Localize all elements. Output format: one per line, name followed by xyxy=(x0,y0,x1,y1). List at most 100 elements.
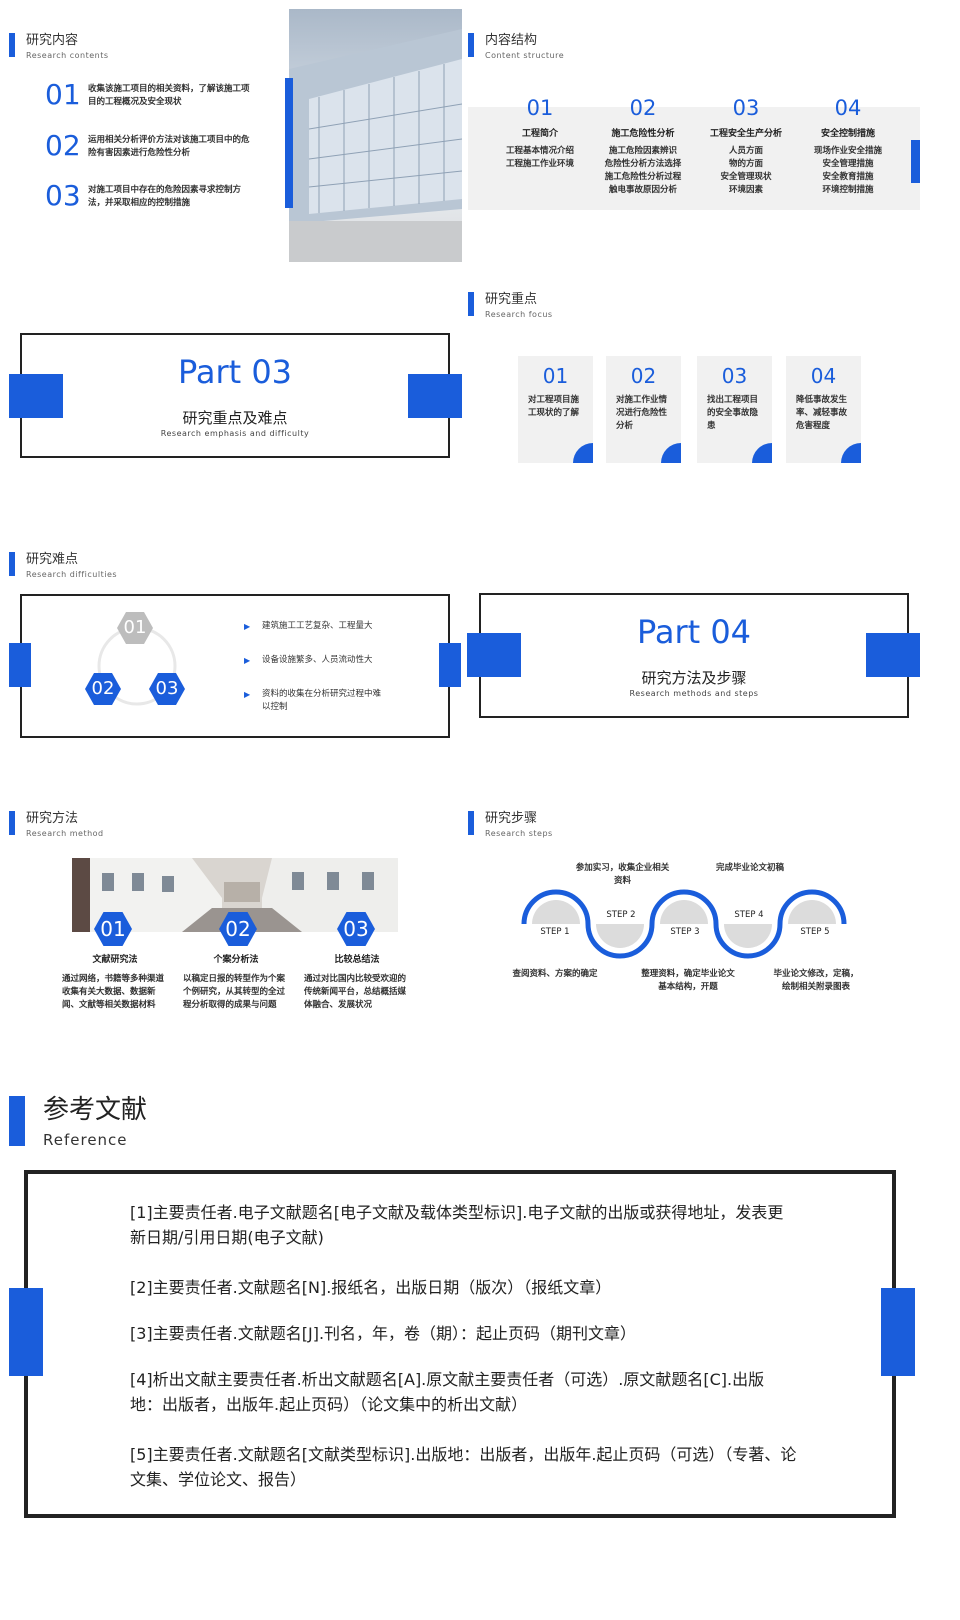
contents-item-number: 03 xyxy=(45,179,81,212)
photo-accent-bar xyxy=(285,78,293,208)
structure-line: 环境控制措施 xyxy=(822,185,874,195)
method-item-heading: 文献研究法 xyxy=(92,955,138,965)
structure-line: 安全管理措施 xyxy=(822,159,874,169)
focus-card: 04 降低事故发生率、减轻事故危害程度 xyxy=(786,356,861,463)
focus-card: 03 找出工程项目的安全事故隐患 xyxy=(697,356,772,463)
structure-line: 环境因素 xyxy=(728,185,763,195)
method-item: 比较总结法 通过对比国内比较受欢迎的传统新闻平台，总结概括媒体融合、发展状况 xyxy=(304,954,410,1012)
part04-subtitle: Research methods and steps xyxy=(629,689,759,698)
method-item-text: 以稿定日报的转型作为个案个例研究，从其转型的全过程分析取得的成果与问题 xyxy=(183,974,286,1010)
focus-card-number: 01 xyxy=(542,364,569,388)
part03-title: 研究重点及难点 xyxy=(182,409,288,427)
reference-item: [3]主要责任者.文献题名[J].刊名，年，卷（期）：起止页码（期刊文章） xyxy=(130,1324,637,1343)
reference-block-right xyxy=(881,1288,915,1376)
part04-block-left xyxy=(467,633,521,677)
method-hexagon: 01 xyxy=(94,912,132,946)
structure-line: 施工危险因素辨识 xyxy=(608,146,677,156)
reference-item: [5]主要责任者.文献题名[文献类型标识].出版地：出版者，出版年.起止页码（可… xyxy=(130,1445,797,1489)
structure-number: 02 xyxy=(629,96,657,120)
part03-frame: Part 03 研究重点及难点 Research emphasis and di… xyxy=(20,333,450,458)
structure-line: 工程基本情况介绍 xyxy=(505,146,574,156)
reference-item: [1]主要责任者.电子文献题名[电子文献及载体类型标识].电子文献的出版或获得地… xyxy=(130,1203,784,1247)
structure-number: 03 xyxy=(732,96,760,120)
structure-heading: 安全控制措施 xyxy=(820,129,875,139)
reference-frame xyxy=(24,1170,896,1518)
focus-card-corner xyxy=(752,443,772,463)
step-note-bottom: 查阅资料、方案的确定 xyxy=(512,969,598,979)
contents-item-number: 02 xyxy=(45,129,81,162)
structure-line: 危险性分析方法选择 xyxy=(604,159,682,169)
structure-column: 04 安全控制措施 现场作业安全措施 安全管理措施 安全教育措施 环境控制措施 xyxy=(804,95,892,197)
focus-card-corner xyxy=(661,443,681,463)
step-note-bottom: 整理资料，确定毕业论文基本结构，开题 xyxy=(641,969,735,992)
focus-card-number: 03 xyxy=(721,364,748,388)
reference-block-left xyxy=(9,1288,43,1376)
reference-subtitle: Reference xyxy=(43,1131,128,1149)
part03-block-left xyxy=(9,374,63,418)
difficulties-subtitle: Research difficulties xyxy=(26,570,118,579)
contents-item-text: 运用相关分析评价方法对该施工项目中的危险有害因素进行危险性分析 xyxy=(88,135,250,158)
reference-item: [2]主要责任者.文献题名[N].报纸名，出版日期（版次）（报纸文章） xyxy=(130,1278,612,1297)
difficulty-item-text: 建筑施工工艺复杂、工程量大 xyxy=(262,621,373,631)
part03-subtitle: Research emphasis and difficulty xyxy=(160,429,310,438)
difficulty-item-text: 设备设施繁多、人员流动性大 xyxy=(262,655,373,665)
triangle-bullet-icon: ▶ xyxy=(244,656,251,665)
triangle-bullet-icon: ▶ xyxy=(244,622,251,631)
structure-column: 01 工程简介 工程基本情况介绍 工程施工作业环境 xyxy=(497,95,583,171)
step-label: STEP 3 xyxy=(670,927,700,937)
structure-line: 物的方面 xyxy=(728,159,763,169)
difficulties-frame: 01 02 03 ▶ 建筑施工工艺复杂、工程量大 ▶ 设备设施繁多、人员流动性大… xyxy=(20,594,450,738)
structure-title: 内容结构 xyxy=(485,33,538,48)
focus-accent-bar xyxy=(468,292,474,316)
structure-column: 03 工程安全生产分析 人员方面 物的方面 安全管理现状 环境因素 xyxy=(700,95,792,197)
focus-card: 02 对施工作业情况进行危险性分析 xyxy=(606,356,681,463)
steps-title: 研究步骤 xyxy=(485,811,538,826)
difficulties-accent-bar xyxy=(9,552,15,576)
contents-item-text: 收集该施工项目的相关资料，了解该施工项目的工程概况及安全现状 xyxy=(88,84,250,107)
part03-block-right xyxy=(408,374,462,418)
difficulties-block-left xyxy=(9,643,31,687)
triangle-bullet-icon: ▶ xyxy=(244,690,251,699)
structure-panel xyxy=(468,107,920,210)
part04-block-right xyxy=(866,633,920,677)
part03-number: Part 03 xyxy=(177,353,293,391)
focus-card-text: 对工程项目施工现状的了解 xyxy=(528,395,580,418)
structure-heading: 工程简介 xyxy=(521,129,558,139)
method-hexagon: 02 xyxy=(219,912,257,946)
focus-card-text: 降低事故发生率、减轻事故危害程度 xyxy=(796,395,848,431)
structure-accent-right xyxy=(911,140,920,183)
building-photo xyxy=(289,9,462,262)
reference-accent-bar xyxy=(9,1096,25,1146)
reference-item: [4]析出文献主要责任者.析出文献题名[A].原文献主要责任者（可选）.原文献题… xyxy=(130,1370,765,1414)
step-note-top: 参加实习，收集企业相关资料 xyxy=(575,863,670,886)
step-note-bottom: 毕业论文修改，定稿，绘制相关附录图表 xyxy=(773,969,859,992)
reference-title: 参考文献 xyxy=(43,1095,148,1125)
structure-number: 01 xyxy=(526,96,554,120)
structure-column: 02 施工危险性分析 施工危险因素辨识 危险性分析方法选择 施工危险性分析过程 … xyxy=(595,95,691,197)
focus-card-text: 找出工程项目的安全事故隐患 xyxy=(707,395,759,431)
structure-line: 触电事故原因分析 xyxy=(608,185,677,195)
focus-title: 研究重点 xyxy=(485,292,538,307)
step-label: STEP 5 xyxy=(800,927,830,937)
step-label: STEP 1 xyxy=(540,927,570,937)
difficulties-block-right xyxy=(439,643,461,687)
steps-accent-bar xyxy=(468,811,474,835)
structure-subtitle: Content structure xyxy=(485,51,565,60)
structure-line: 工程施工作业环境 xyxy=(505,159,574,169)
focus-card-corner xyxy=(841,443,861,463)
contents-item-text: 对施工项目中存在的危险因素寻求控制方法，并采取相应的控制措施 xyxy=(88,185,242,208)
method-item: 文献研究法 通过网络，书籍等多种渠道收集有关大数据、数据新闻、文献等相关数据材料 xyxy=(62,954,168,1012)
focus-card-corner xyxy=(573,443,593,463)
part04-number: Part 04 xyxy=(636,613,752,651)
method-accent-bar xyxy=(9,811,15,835)
difficulties-title: 研究难点 xyxy=(26,552,79,567)
method-item-heading: 比较总结法 xyxy=(334,955,380,965)
focus-subtitle: Research focus xyxy=(485,310,553,319)
structure-accent-bar xyxy=(468,33,474,57)
step-note-top: 完成毕业论文初稿 xyxy=(715,863,784,873)
method-item-text: 通过对比国内比较受欢迎的传统新闻平台，总结概括媒体融合、发展状况 xyxy=(304,974,407,1010)
method-hexagon: 03 xyxy=(337,912,375,946)
structure-line: 人员方面 xyxy=(728,146,763,156)
focus-card-text: 对施工作业情况进行危险性分析 xyxy=(616,395,668,431)
step-label: STEP 2 xyxy=(606,910,636,920)
